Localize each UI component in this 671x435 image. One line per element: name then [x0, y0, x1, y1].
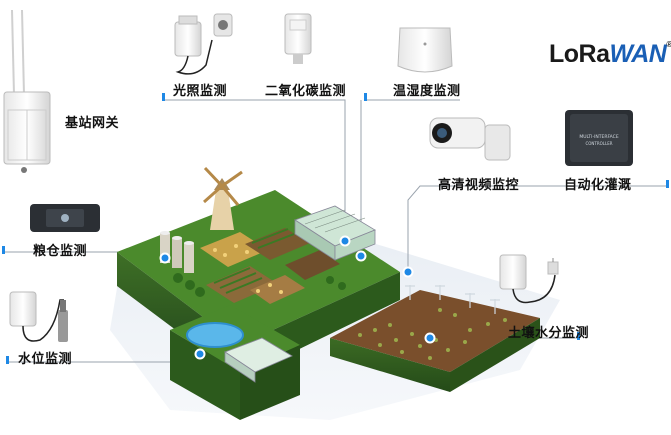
wan-text: WAN	[609, 40, 667, 68]
lorawan-logo: LoRaWAN®	[549, 40, 671, 69]
camera-device	[429, 117, 511, 161]
label-temp-humidity: 温湿度监测	[393, 84, 461, 99]
greenhouse-top	[294, 205, 376, 261]
water-level-device	[9, 291, 68, 342]
label-granary: 粮仓监测	[33, 244, 88, 259]
co2-sensor-device	[284, 13, 312, 64]
registered-mark: ®	[666, 40, 671, 49]
label-soil-moisture: 土壤水分监测	[508, 326, 590, 341]
label-light: 光照监测	[173, 84, 228, 99]
irrigation-controller-device: MULTI-INTERFACE CONTROLLER	[565, 110, 633, 166]
greenhouse-bottom	[224, 337, 293, 383]
label-gateway: 基站网关	[65, 116, 120, 131]
svg-text:MULTI-INTERFACE: MULTI-INTERFACE	[579, 134, 618, 140]
silos	[160, 231, 194, 273]
light-sensor-device	[174, 13, 233, 75]
soil-moisture-device	[499, 254, 559, 304]
windmill	[203, 166, 243, 230]
label-co2: 二氧化碳监测	[265, 84, 347, 99]
svg-text:CONTROLLER: CONTROLLER	[585, 141, 612, 146]
label-video: 高清视频监控	[438, 178, 520, 193]
field-island	[330, 285, 540, 392]
sensor-markers	[159, 235, 436, 360]
lora-text: LoRa	[549, 40, 610, 68]
leader-ticks	[2, 93, 669, 364]
granary-sensor-device	[30, 204, 100, 232]
temp-humidity-device	[397, 27, 453, 73]
label-irrigation: 自动化灌溉	[564, 178, 632, 193]
label-water-level: 水位监测	[18, 352, 73, 367]
pond-island	[170, 305, 300, 420]
gateway-device	[3, 9, 51, 173]
